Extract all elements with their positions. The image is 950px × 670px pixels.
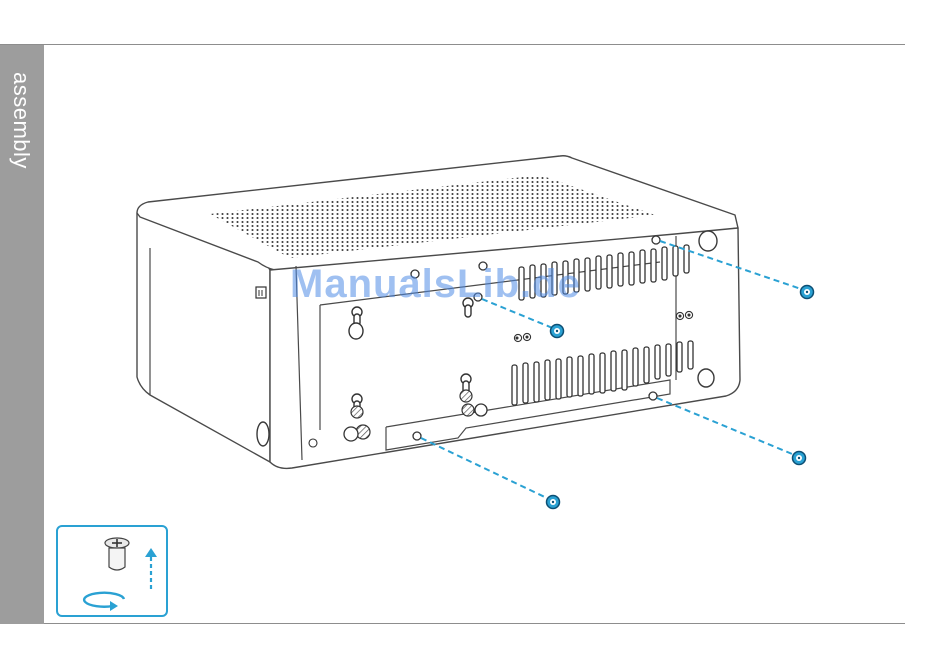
unscrew-hint-box — [56, 525, 168, 617]
screw-callout-center — [551, 325, 564, 338]
screw-icon — [105, 538, 129, 570]
up-arrow-icon — [145, 548, 157, 589]
assembly-illustration — [44, 45, 905, 623]
rotate-arrow-icon — [84, 593, 124, 611]
watermark-text: ManualsLib.de — [290, 262, 581, 307]
screw-callout-bottom-right — [793, 452, 806, 465]
screw-callout-top-right — [801, 286, 814, 299]
screw-callout-bottom — [547, 496, 560, 509]
section-tab-label: assembly — [8, 72, 34, 169]
bottom-divider — [44, 623, 905, 624]
side-label — [256, 287, 266, 298]
